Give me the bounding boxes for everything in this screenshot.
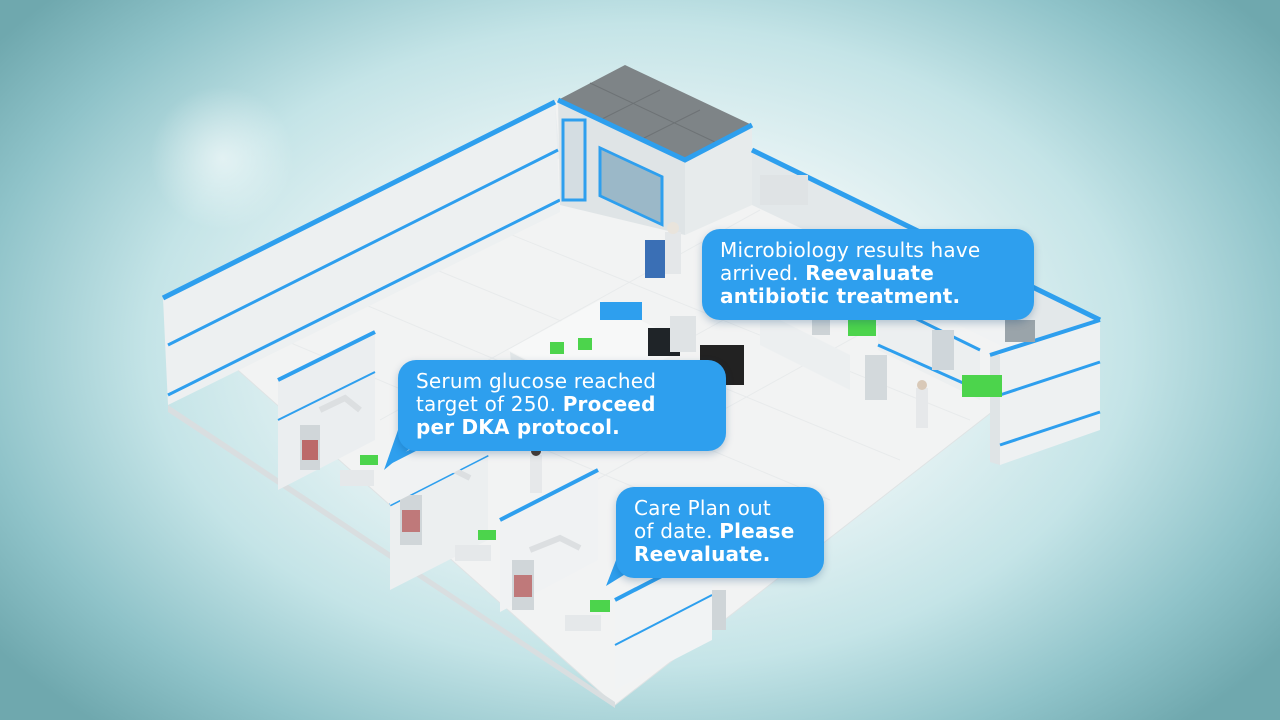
notification-bubble-glucose[interactable]: Serum glucose reached target of 250. Pro… <box>398 360 726 451</box>
notification-line: Care Plan out <box>634 496 771 520</box>
notification-line: Microbiology results have <box>720 238 981 262</box>
notification-line: arrived. <box>720 261 799 285</box>
notification-line: target of 250. <box>416 392 557 416</box>
notification-emphasis: per DKA protocol. <box>416 415 620 439</box>
notification-emphasis: antibiotic treatment. <box>720 284 961 308</box>
patient-bays <box>277 330 726 690</box>
notification-emphasis: Please <box>719 519 795 543</box>
lens-flare <box>150 86 294 230</box>
back-left-wall-face <box>163 102 560 405</box>
notification-bubble-microbiology[interactable]: Microbiology results have arrived. Reeva… <box>702 229 1034 320</box>
notification-line: of date. <box>634 519 713 543</box>
lab-window <box>598 145 664 227</box>
notification-line: Serum glucose reached <box>416 369 657 393</box>
notification-bubble-care-plan[interactable]: Care Plan out of date. Please Reevaluate… <box>616 487 824 578</box>
lab-door <box>561 118 587 202</box>
notification-emphasis: Reevaluate. <box>634 542 771 566</box>
notification-emphasis: Proceed <box>562 392 656 416</box>
notification-emphasis: Reevaluate <box>805 261 935 285</box>
